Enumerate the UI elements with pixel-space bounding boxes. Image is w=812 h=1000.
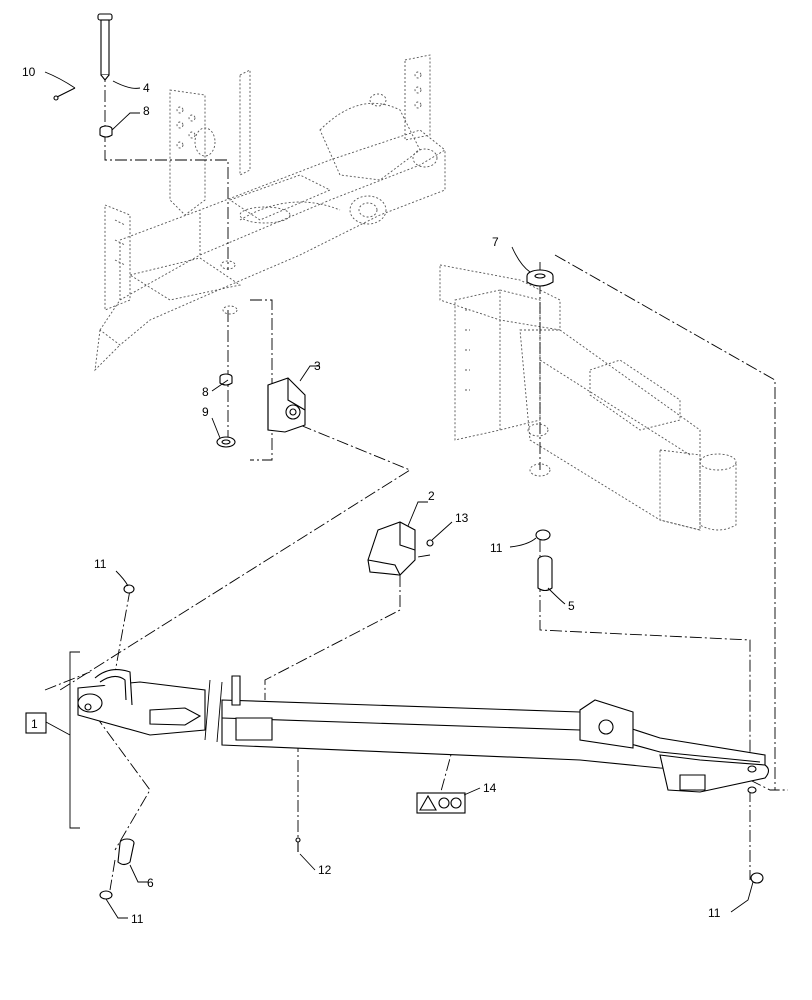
callout-11-a: 11 <box>94 557 107 571</box>
callout-11-d: 11 <box>708 906 721 920</box>
callout-8-upper: 8 <box>143 104 150 118</box>
callout-4: 4 <box>143 81 150 95</box>
snap-ring-part-11-b <box>535 529 551 541</box>
bracket-part-3 <box>267 377 306 433</box>
decal-part-14 <box>416 792 466 814</box>
pin-part-6 <box>117 838 135 866</box>
arm-assembly-part-1 <box>77 669 770 794</box>
bracket-part-2 <box>367 521 416 576</box>
callout-7: 7 <box>492 235 499 249</box>
callout-5: 5 <box>568 599 575 613</box>
washer-part-9 <box>216 436 236 448</box>
leader-lines <box>44 71 754 919</box>
callout-11-b: 11 <box>490 541 503 555</box>
pin-part-5 <box>537 555 553 592</box>
frame-assembly-left <box>94 54 446 372</box>
callout-13: 13 <box>455 511 469 525</box>
callout-14: 14 <box>483 781 497 795</box>
callout-6: 6 <box>147 876 154 890</box>
callout-bracket-1 <box>25 651 80 829</box>
snap-ring-part-11-c <box>99 890 113 900</box>
callout-2: 2 <box>428 489 435 503</box>
snap-ring-part-11-a <box>123 584 135 594</box>
callout-10: 10 <box>22 65 36 79</box>
callout-9: 9 <box>202 405 209 419</box>
bolt-part-13 <box>426 539 434 547</box>
pin-part-4 <box>97 13 113 81</box>
callout-11-c: 11 <box>131 912 144 926</box>
bushing-part-8-lower <box>219 373 233 386</box>
callout-12: 12 <box>318 863 332 877</box>
callout-1: 1 <box>31 717 38 731</box>
callout-8-lower: 8 <box>202 385 209 399</box>
lynch-pin-part-10 <box>53 87 76 101</box>
screw-part-12 <box>295 837 301 852</box>
snap-ring-part-11-d <box>750 872 764 884</box>
callout-3: 3 <box>314 359 321 373</box>
callout-labels: 1 2 3 4 5 6 7 8 8 9 10 11 11 11 11 12 13… <box>22 65 721 926</box>
bushing-part-7 <box>526 269 554 287</box>
frame-assembly-right <box>439 264 737 531</box>
bushing-part-8-upper <box>99 125 113 138</box>
